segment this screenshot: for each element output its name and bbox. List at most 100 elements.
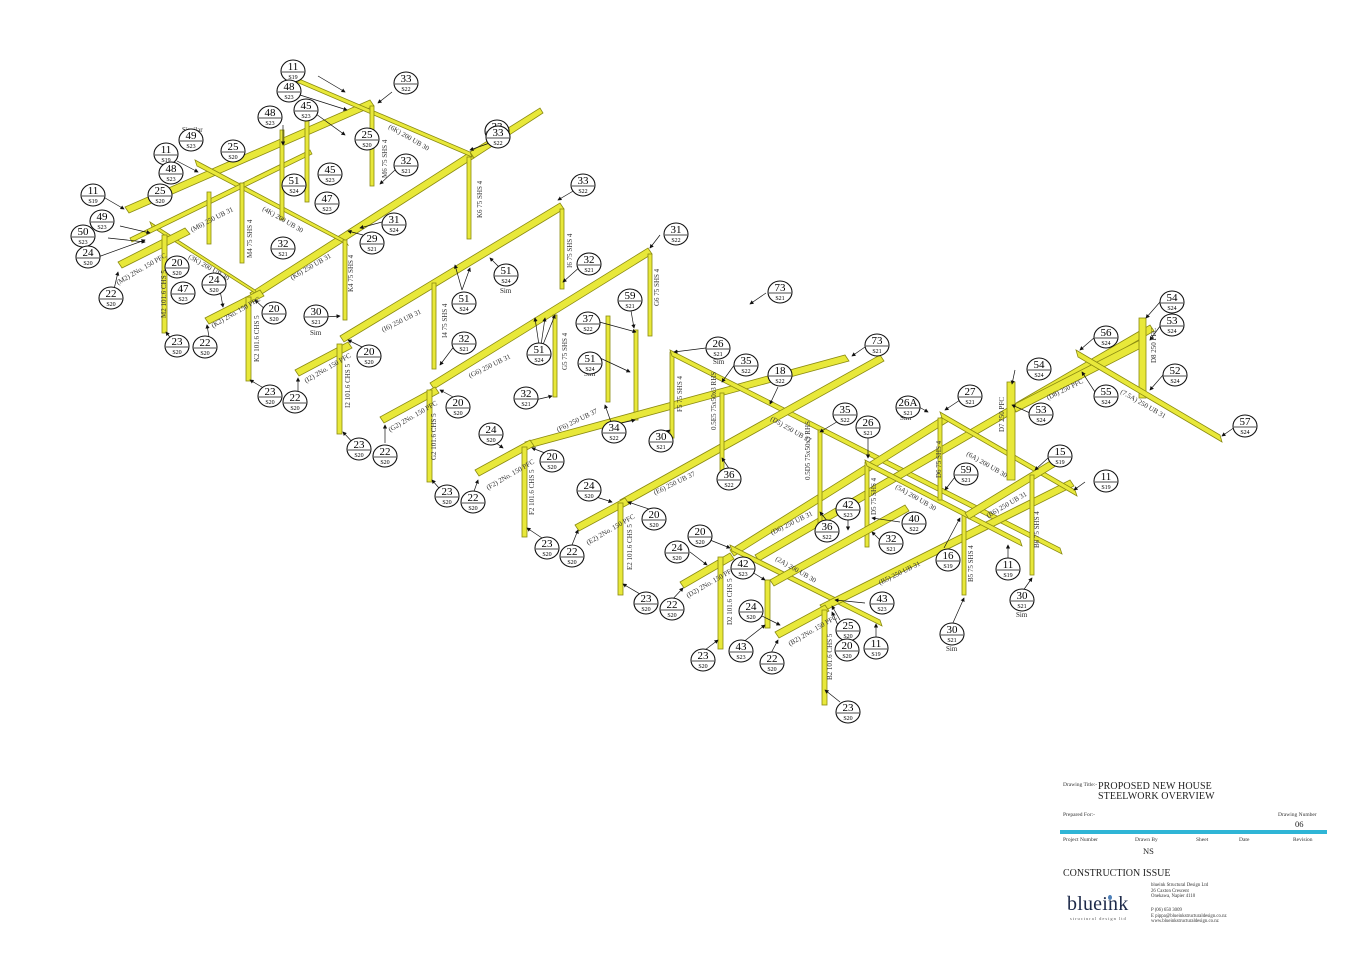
sheet-reference: S22 [724,483,733,489]
detail-number: 32 [401,155,412,167]
title-block: Drawing Title:- PROPOSED NEW HOUSE STEEL… [1060,775,1330,935]
detail-number: 11 [871,638,882,650]
column-i2 [336,343,343,435]
column-g-mid1 [605,315,611,403]
column-g2 [426,389,433,483]
detail-number: 47 [178,283,190,295]
detail-number: 31 [389,214,400,226]
sheet-reference: S20 [83,261,92,267]
sheet-reference: S20 [269,317,278,323]
sheet-reference: S20 [542,552,551,558]
detail-number: 22 [767,653,778,665]
beam-2a [729,544,883,627]
detail-number: 42 [738,558,749,570]
column-f2 [521,446,528,538]
detail-number: 45 [301,100,313,112]
sheet-reference: S20 [155,199,164,205]
sheet-reference: S21 [521,402,530,408]
detail-number: 35 [741,355,753,367]
sheet-reference: S22 [401,87,410,93]
detail-number: 54 [1034,359,1046,371]
member-label: G6 75 SHS 4 [653,268,661,306]
detail-number: 30 [947,624,959,636]
detail-number: 24 [672,542,684,554]
member-label: D5 75 SHS 4 [870,477,878,515]
detail-number: 23 [542,538,554,550]
member-label: 0.5E5 75x50x3 RHS [710,372,718,430]
detail-number: 32 [278,238,289,250]
detail-number: 73 [775,282,787,294]
column-b5 [961,514,967,596]
sheet-reference: S20 [584,494,593,500]
sheet-label: Sheet [1196,837,1209,843]
sheet-reference: S21 [278,252,287,258]
sheet-reference: S19 [1055,460,1064,466]
detail-number: 23 [843,702,855,714]
detail-number: 36 [822,521,834,533]
member-label: M6 75 SHS 4 [381,139,389,178]
sheet-reference: S21 [947,638,956,644]
sheet-reference: S22 [671,238,680,244]
beam-ridge [769,504,910,587]
sheet-reference: S20 [567,560,576,566]
detail-number: 32 [459,333,470,345]
phone: P (06) 650 3009 [1151,908,1182,913]
sheet-reference: S19 [88,199,97,205]
sheet-reference: S22 [609,436,618,442]
column-f5 [669,351,675,439]
drawn-by: NS [1143,846,1154,856]
detail-number: 25 [228,141,240,153]
beam-7-5a [1075,349,1223,443]
beam-4k [194,159,350,247]
sheet-reference: S24 [1101,400,1110,406]
detail-number: 18 [775,365,787,377]
drawing-number-label: Drawing Number [1278,812,1317,818]
member-label: K6 75 SHS 4 [476,180,484,218]
sheet-reference: S24 [1101,341,1110,347]
sheet-reference: S21 [965,400,974,406]
sheet-reference: S21 [863,431,872,437]
sheet-reference: S21 [459,347,468,353]
detail-number: 55 [1101,386,1113,398]
detail-number: 22 [667,599,678,611]
detail-number: 51 [459,293,470,305]
detail-number: 22 [290,392,301,404]
detail-number: 23 [354,439,366,451]
column-g6 [647,253,653,337]
sheet-reference: S20 [106,302,115,308]
sheet-reference: S24 [389,228,398,234]
detail-number: 23 [172,336,184,348]
detail-number: 49 [186,130,198,142]
sheet-reference: S20 [265,400,274,406]
detail-number: 23 [442,486,454,498]
member-label: D2 101.6 CHS 5 [726,578,734,625]
detail-number: 22 [380,446,391,458]
sheet-reference: S20 [442,500,451,506]
sheet-reference: S23 [736,655,745,661]
sheet-reference: S20 [698,664,707,670]
sheet-reference: S20 [667,613,676,619]
sheet-reference: S20 [290,406,299,412]
sheet-reference: S24 [289,189,298,195]
column-d8 [1138,317,1147,399]
